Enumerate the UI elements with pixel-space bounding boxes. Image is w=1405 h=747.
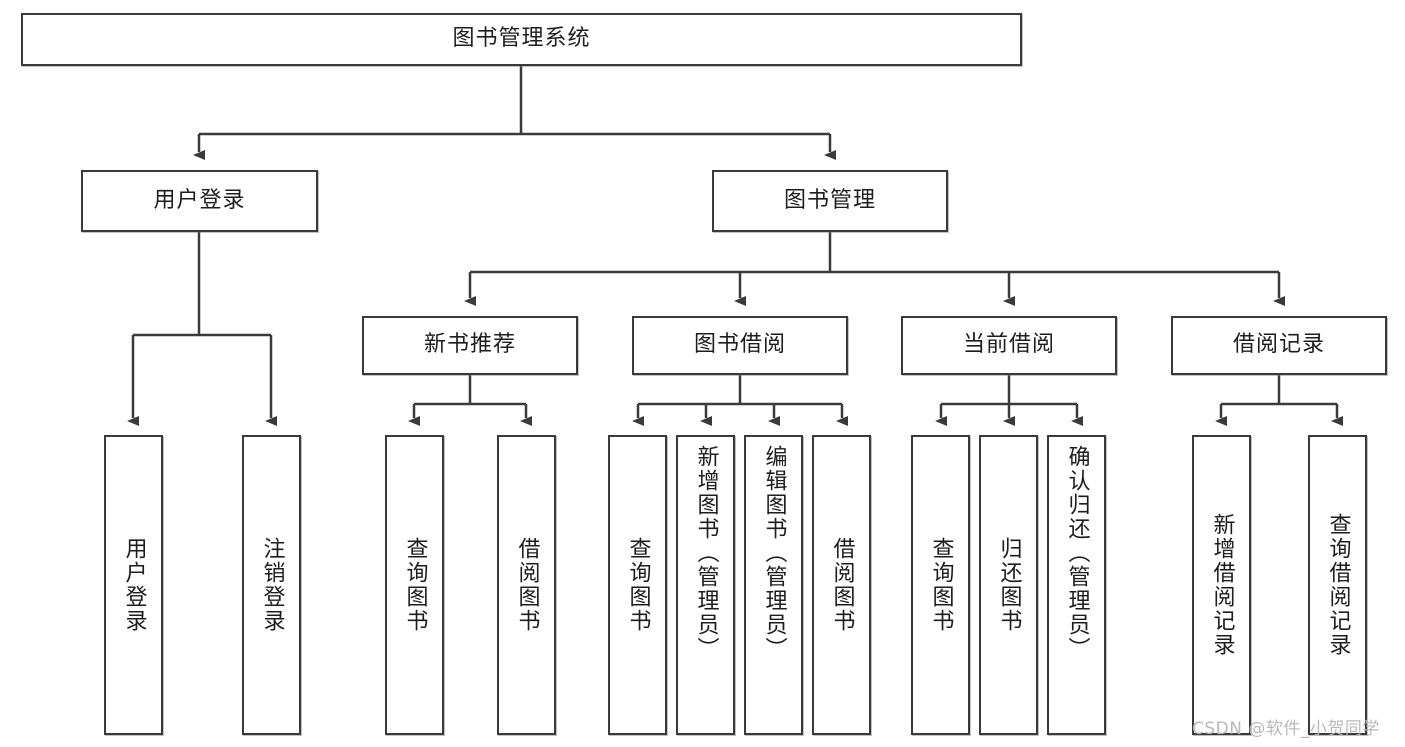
node-label: 用户登录: [121, 537, 147, 633]
node-label: 图书借阅: [693, 332, 786, 358]
node-book-management-system[interactable]: 图书管理系统: [21, 13, 1022, 66]
node-label: 图书管理系统: [452, 26, 591, 52]
node-leaf-confirm-return[interactable]: 确认归还（管理员）: [1047, 435, 1106, 735]
node-leaf-query-book-3[interactable]: 查询图书: [911, 435, 970, 735]
node-label: 编辑图书（管理员）: [761, 445, 787, 661]
node-leaf-query-book-1[interactable]: 查询图书: [385, 435, 444, 735]
node-leaf-logout[interactable]: 注销登录: [242, 435, 301, 735]
node-leaf-user-login[interactable]: 用户登录: [104, 435, 163, 735]
node-label: 注销登录: [259, 537, 285, 633]
node-label: 查询借阅记录: [1325, 513, 1351, 657]
node-book-borrow[interactable]: 图书借阅: [632, 316, 848, 375]
node-leaf-query-book-2[interactable]: 查询图书: [608, 435, 667, 735]
node-label: 归还图书: [996, 537, 1022, 633]
node-leaf-return-book[interactable]: 归还图书: [979, 435, 1038, 735]
node-label: 确认归还（管理员）: [1064, 445, 1090, 661]
node-leaf-borrow-book-2[interactable]: 借阅图书: [812, 435, 871, 735]
node-user-login[interactable]: 用户登录: [81, 170, 318, 232]
node-leaf-edit-book[interactable]: 编辑图书（管理员）: [744, 435, 803, 735]
node-label: 图书管理: [783, 187, 876, 213]
node-label: 查询图书: [928, 537, 954, 633]
node-label: 借阅记录: [1232, 332, 1325, 358]
node-new-book-recommend[interactable]: 新书推荐: [362, 316, 578, 375]
node-label: 用户登录: [153, 187, 246, 213]
node-label: 当前借阅: [962, 332, 1055, 358]
node-leaf-add-record[interactable]: 新增借阅记录: [1192, 435, 1251, 735]
node-label: 新增借阅记录: [1209, 513, 1235, 657]
node-leaf-borrow-book-1[interactable]: 借阅图书: [497, 435, 556, 735]
csdn-watermark: CSDN @软件_小贺同学: [1192, 719, 1380, 739]
node-label: 新书推荐: [423, 332, 516, 358]
node-label: 借阅图书: [514, 537, 540, 633]
node-borrow-record[interactable]: 借阅记录: [1171, 316, 1387, 375]
node-label: 查询图书: [625, 537, 651, 633]
node-leaf-add-book[interactable]: 新增图书（管理员）: [676, 435, 735, 735]
node-leaf-query-record[interactable]: 查询借阅记录: [1308, 435, 1367, 735]
node-label: 借阅图书: [829, 537, 855, 633]
node-label: 查询图书: [402, 537, 428, 633]
node-current-borrow[interactable]: 当前借阅: [901, 316, 1117, 375]
node-label: 新增图书（管理员）: [693, 445, 719, 661]
node-book-manage[interactable]: 图书管理: [712, 170, 948, 232]
